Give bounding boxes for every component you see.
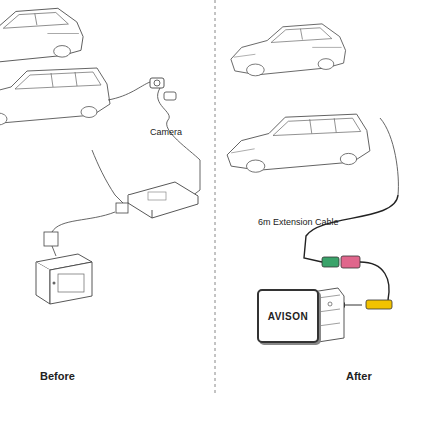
before-cars [0, 8, 110, 125]
drawing-part [318, 295, 340, 326]
camera-symbol [150, 78, 176, 100]
drawing-part [148, 192, 166, 200]
drawing-part [53, 282, 56, 285]
drawing-part [50, 262, 92, 304]
part-label: 6m Extension Cable [258, 218, 339, 228]
before-wiring [52, 82, 200, 256]
wagon-car [0, 68, 110, 125]
wire [92, 150, 125, 205]
drawing-part [152, 210, 153, 218]
interface-box [128, 182, 198, 218]
wagon-car [227, 114, 370, 172]
extension-cable [304, 195, 398, 262]
drawing-part [58, 274, 84, 292]
brand-name: AVISON [268, 311, 309, 322]
sedan-car [0, 8, 83, 64]
old-head-unit [36, 254, 92, 304]
drawing-part [116, 203, 128, 213]
drawing-part [328, 302, 332, 306]
connector-plug [44, 203, 128, 246]
head-unit-screen: AVISON [257, 289, 319, 343]
wire [158, 88, 200, 196]
after-cars [227, 24, 370, 172]
part-label: Camera [150, 128, 182, 138]
green-connector [322, 257, 339, 267]
panel-caption: After [346, 370, 372, 382]
drawing-part [36, 262, 50, 304]
camera-wire [380, 118, 398, 195]
wire [52, 246, 56, 256]
drawing-part [128, 195, 198, 218]
panel-caption: Before [40, 370, 75, 382]
pink-connector [341, 256, 360, 268]
drawing-part [154, 80, 160, 86]
rca-connector [366, 300, 392, 309]
sedan-car [231, 24, 346, 76]
cable [360, 262, 389, 300]
wire [52, 212, 115, 232]
drawing-part [44, 232, 58, 246]
wire [108, 82, 150, 100]
drawing-part [164, 92, 176, 100]
panel-divider [215, 0, 216, 395]
drawing-part [150, 78, 164, 88]
